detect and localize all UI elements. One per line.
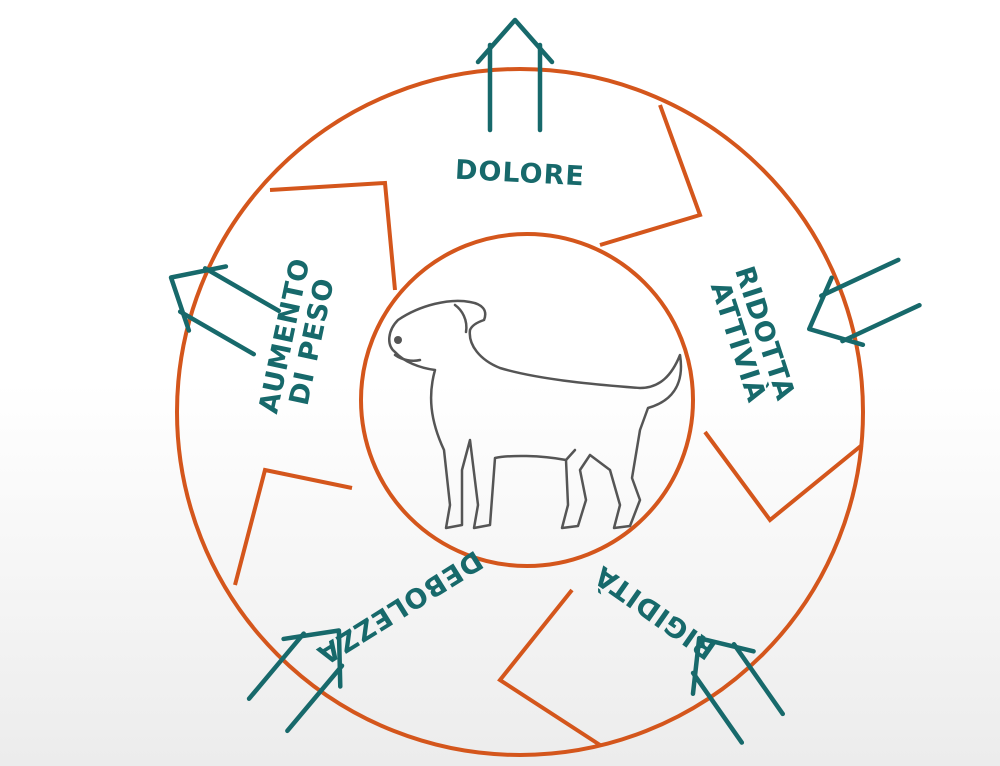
outer-ring — [175, 67, 865, 757]
divider-top-right — [599, 104, 703, 247]
arrow-in-bottom-right-icon — [690, 635, 786, 745]
arrow-out-left-icon — [168, 264, 282, 357]
inner-ring — [359, 232, 695, 568]
arrow-in-right-icon — [806, 257, 922, 348]
segment-dividers — [233, 104, 864, 747]
divider-bottom-left — [233, 467, 353, 586]
arrow-up-icon — [475, 17, 555, 133]
divider-top-left — [269, 180, 397, 291]
divider-bottom — [497, 588, 602, 747]
divider-right — [703, 430, 864, 523]
arrow-in-bottom-left-icon — [246, 628, 345, 734]
dog-icon — [388, 299, 683, 530]
label-debolezza: DEBOLEZZA — [311, 544, 488, 670]
label-dolore: DOLORE — [454, 155, 585, 193]
label-rigidita: RIGIDITÀ — [588, 559, 722, 666]
